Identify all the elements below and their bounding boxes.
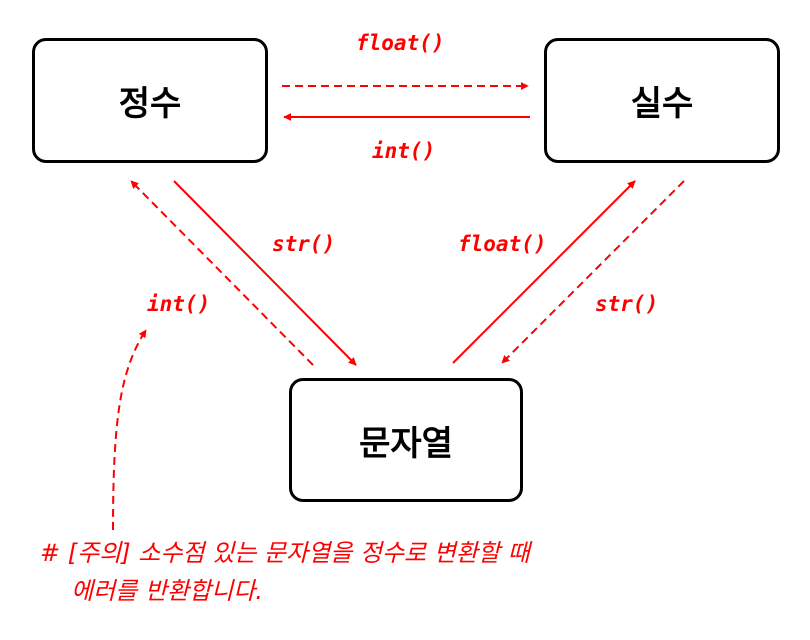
label-int-to-string: str() bbox=[272, 232, 336, 256]
label-int-to-float: float() bbox=[356, 31, 445, 55]
warning-note-line1: # [주의] 소수점 있는 문자열을 정수로 변환할 때 bbox=[40, 539, 530, 567]
arrow-string-to-float bbox=[452, 180, 636, 364]
arrow-float-to-string bbox=[501, 180, 685, 364]
node-int: 정수 bbox=[32, 38, 268, 163]
node-string: 문자열 bbox=[289, 378, 523, 502]
arrow-int-to-string bbox=[173, 180, 357, 366]
note-pointer-arrow bbox=[112, 329, 147, 531]
label-float-to-int: int() bbox=[372, 139, 436, 163]
node-float: 실수 bbox=[544, 38, 780, 163]
label-float-to-string: str() bbox=[595, 292, 659, 316]
arrow-string-to-int bbox=[130, 180, 314, 366]
label-string-to-int: int() bbox=[147, 292, 211, 316]
warning-note-line2: 에러를 반환합니다. bbox=[71, 577, 263, 605]
label-string-to-float: float() bbox=[458, 232, 547, 256]
